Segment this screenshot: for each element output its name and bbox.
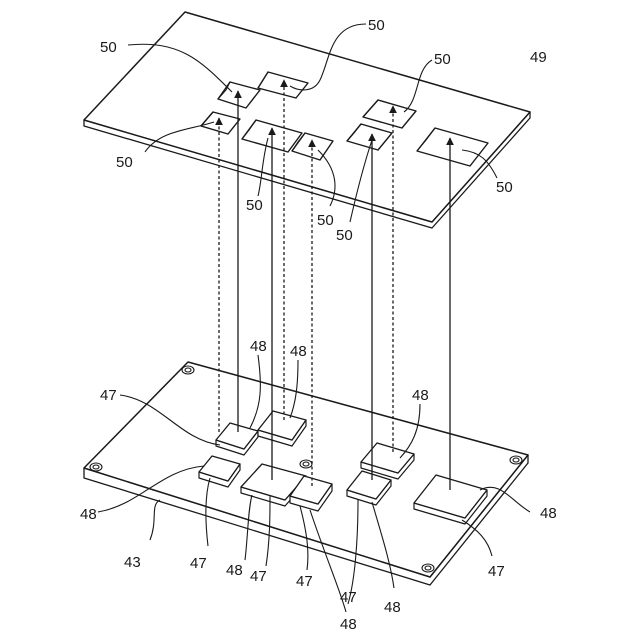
label-lower-plate: 43 [124,554,141,571]
label-chip-b: 48 [226,562,243,579]
lower-plate [84,362,528,585]
label-chip-b: 48 [290,343,307,360]
label-chip-a: 47 [296,573,313,590]
label-chip-a: 47 [190,555,207,572]
label-chip-a: 47 [340,589,357,606]
label-window: 50 [336,227,353,244]
label-chip-b: 48 [80,506,97,523]
label-window: 50 [246,197,263,214]
label-chip-b: 48 [412,387,429,404]
screw-icon [182,366,194,374]
label-window: 50 [100,39,117,56]
label-upper-plate: 49 [530,49,547,66]
label-chip-a: 47 [250,568,267,585]
label-window: 50 [116,154,133,171]
label-chip-b: 48 [540,505,557,522]
label-chip-a: 47 [100,387,117,404]
screw-icon [90,463,102,471]
label-window: 50 [434,51,451,68]
label-chip-b: 48 [384,599,401,616]
label-chip-a: 47 [488,563,505,580]
label-window: 50 [368,17,385,34]
label-chip-b: 48 [250,338,267,355]
screw-icon [300,460,312,468]
screw-icon [422,564,434,572]
label-chip-b: 48 [340,616,357,633]
label-window: 50 [317,212,334,229]
label-window: 50 [496,179,513,196]
screw-icon [510,456,522,464]
